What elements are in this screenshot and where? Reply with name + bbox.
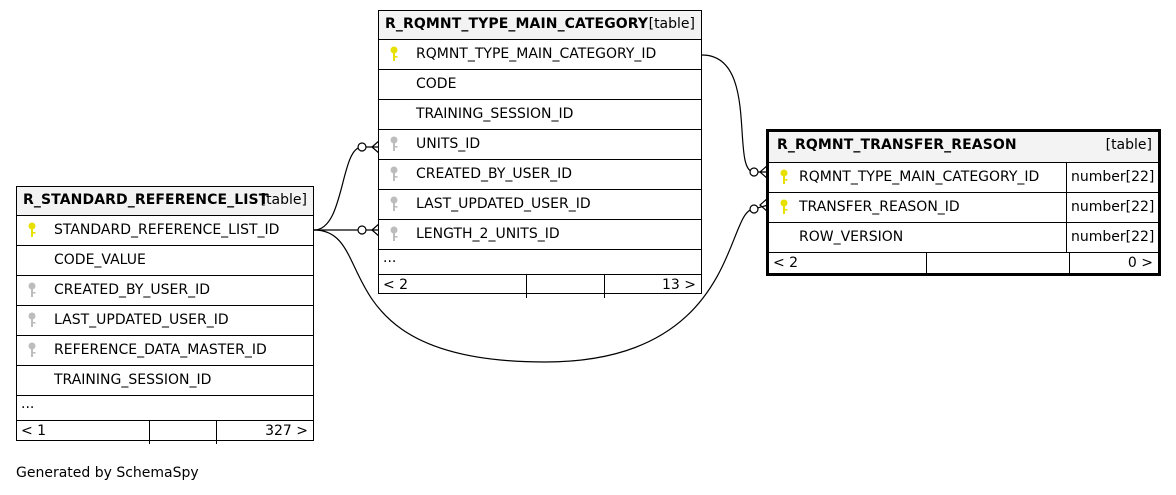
- table-header: R_RQMNT_TRANSFER_REASON [table]: [769, 132, 1158, 163]
- optional-marker-length-units: [357, 225, 367, 235]
- column-row[interactable]: CODE: [379, 70, 701, 100]
- column-type: number[22]: [1066, 163, 1158, 192]
- footer-spacer: [926, 253, 1070, 276]
- more-columns: ...: [379, 250, 701, 275]
- column-row[interactable]: CODE_VALUE: [17, 246, 313, 276]
- primary-key-icon: [778, 168, 790, 186]
- column-name: LAST_UPDATED_USER_ID: [416, 196, 591, 212]
- column-row[interactable]: RQMNT_TYPE_MAIN_CATEGORY_ID number[22]: [769, 163, 1158, 193]
- edge-standard-reference-to-units: [313, 146, 380, 231]
- foreign-key-icon: [388, 225, 400, 243]
- parents-count[interactable]: < 2: [383, 277, 409, 293]
- more-columns: ...: [17, 396, 313, 421]
- column-row[interactable]: CREATED_BY_USER_ID: [379, 160, 701, 190]
- table-standard-reference-list[interactable]: R_STANDARD_REFERENCE_LIST [table] STANDA…: [16, 186, 314, 444]
- parents-count[interactable]: < 2: [773, 255, 799, 271]
- column-type: number[22]: [1066, 193, 1158, 222]
- column-type: number[22]: [1066, 223, 1158, 252]
- table-footer: < 1 327 >: [17, 421, 313, 444]
- column-name: UNITS_ID: [416, 136, 481, 152]
- table-transfer-reason[interactable]: R_RQMNT_TRANSFER_REASON [table] RQMNT_TY…: [766, 129, 1161, 276]
- table-name[interactable]: R_STANDARD_REFERENCE_LIST: [23, 192, 269, 208]
- generated-by-label: Generated by SchemaSpy: [16, 465, 199, 481]
- column-name: TRAINING_SESSION_ID: [54, 372, 212, 388]
- crowfoot-transfer-reason-category: [759, 164, 769, 180]
- column-name: TRAINING_SESSION_ID: [416, 106, 574, 122]
- column-row[interactable]: LAST_UPDATED_USER_ID: [17, 306, 313, 336]
- edge-main-category-to-transfer-reason: [701, 54, 768, 173]
- column-name: CODE: [416, 76, 457, 92]
- parents-count[interactable]: < 1: [21, 423, 47, 439]
- edge-standard-reference-to-transfer-reason: [313, 204, 769, 363]
- column-name: STANDARD_REFERENCE_LIST_ID: [54, 222, 280, 238]
- table-footer: < 2 0 >: [769, 253, 1158, 276]
- column-row[interactable]: LAST_UPDATED_USER_ID: [379, 190, 701, 220]
- foreign-key-icon: [388, 195, 400, 213]
- column-row[interactable]: RQMNT_TYPE_MAIN_CATEGORY_ID: [379, 40, 701, 70]
- column-list: RQMNT_TYPE_MAIN_CATEGORY_ID CODE TRAINING_…: [379, 40, 701, 250]
- column-name: CODE_VALUE: [54, 252, 146, 268]
- table-footer: < 2 13 >: [379, 275, 701, 298]
- column-name: RQMNT_TYPE_MAIN_CATEGORY_ID: [799, 169, 1040, 185]
- crowfoot-transfer-reason-reason: [759, 197, 769, 213]
- table-name[interactable]: R_RQMNT_TYPE_MAIN_CATEGORY: [385, 16, 649, 32]
- table-kind: [table]: [1105, 137, 1152, 153]
- footer-spacer: [149, 421, 217, 444]
- table-main-category[interactable]: R_RQMNT_TYPE_MAIN_CATEGORY [table] RQMNT…: [378, 10, 702, 298]
- column-list: STANDARD_REFERENCE_LIST_ID CODE_VALUE CREA…: [17, 216, 313, 396]
- column-row[interactable]: UNITS_ID: [379, 130, 701, 160]
- foreign-key-icon: [26, 311, 38, 329]
- table-kind: [table]: [260, 192, 307, 208]
- foreign-key-icon: [388, 135, 400, 153]
- column-row[interactable]: REFERENCE_DATA_MASTER_ID: [17, 336, 313, 366]
- column-row[interactable]: TRAINING_SESSION_ID: [17, 366, 313, 396]
- table-kind: [table]: [648, 16, 695, 32]
- column-row[interactable]: STANDARD_REFERENCE_LIST_ID: [17, 216, 313, 246]
- column-name: TRANSFER_REASON_ID: [799, 199, 960, 215]
- foreign-key-icon: [388, 165, 400, 183]
- children-count[interactable]: 13 >: [662, 277, 696, 293]
- column-name: CREATED_BY_USER_ID: [54, 282, 211, 298]
- column-name: ROW_VERSION: [799, 229, 904, 245]
- table-header: R_RQMNT_TYPE_MAIN_CATEGORY [table]: [379, 11, 701, 40]
- column-name: LENGTH_2_UNITS_ID: [416, 226, 560, 242]
- optional-marker-transfer-reason-category: [749, 167, 759, 177]
- foreign-key-icon: [26, 281, 38, 299]
- primary-key-icon: [26, 221, 38, 239]
- table-header: R_STANDARD_REFERENCE_LIST [table]: [17, 187, 313, 216]
- table-name[interactable]: R_RQMNT_TRANSFER_REASON: [777, 137, 1017, 153]
- column-row[interactable]: TRANSFER_REASON_ID number[22]: [769, 193, 1158, 223]
- footer-spacer: [526, 275, 605, 298]
- children-count[interactable]: 0 >: [1127, 255, 1153, 271]
- crowfoot-length-units: [371, 222, 381, 238]
- column-name: CREATED_BY_USER_ID: [416, 166, 573, 182]
- column-name: RQMNT_TYPE_MAIN_CATEGORY_ID: [416, 46, 657, 62]
- column-row[interactable]: CREATED_BY_USER_ID: [17, 276, 313, 306]
- foreign-key-icon: [26, 341, 38, 359]
- column-row[interactable]: ROW_VERSION number[22]: [769, 223, 1158, 253]
- column-name: LAST_UPDATED_USER_ID: [54, 312, 229, 328]
- column-row[interactable]: TRAINING_SESSION_ID: [379, 100, 701, 130]
- children-count[interactable]: 327 >: [265, 423, 308, 439]
- optional-marker-units: [357, 142, 367, 152]
- column-row[interactable]: LENGTH_2_UNITS_ID: [379, 220, 701, 250]
- crowfoot-units: [371, 139, 381, 155]
- column-name: REFERENCE_DATA_MASTER_ID: [54, 342, 267, 358]
- optional-marker-transfer-reason-reason: [749, 204, 759, 214]
- primary-key-icon: [778, 198, 790, 216]
- primary-key-icon: [388, 45, 400, 63]
